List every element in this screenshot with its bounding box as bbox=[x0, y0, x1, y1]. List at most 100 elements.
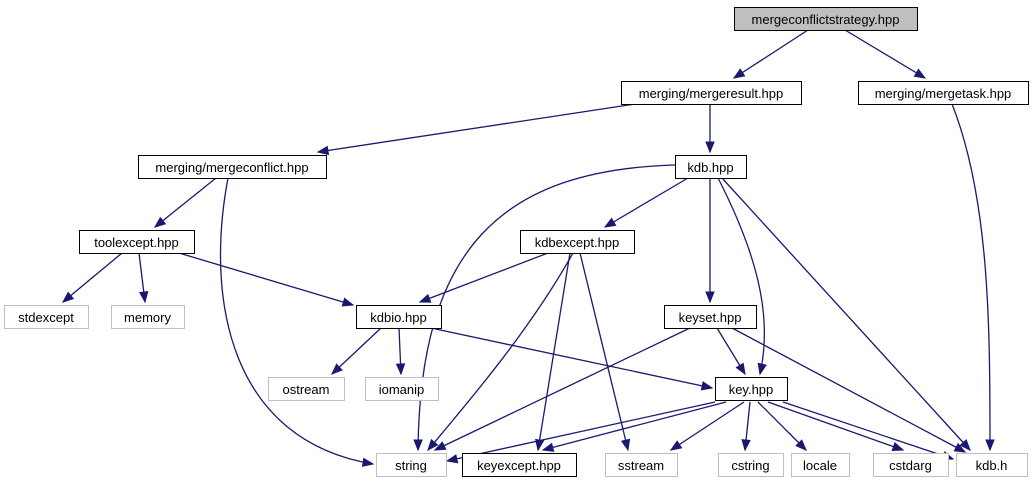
node-mergeresult[interactable]: merging/mergeresult.hpp bbox=[621, 81, 802, 105]
node-locale: locale bbox=[791, 453, 850, 477]
node-box bbox=[791, 453, 850, 477]
edge-line bbox=[757, 401, 807, 451]
edge-arrowhead bbox=[139, 291, 149, 304]
edge-line bbox=[767, 401, 904, 451]
edge-kdbio-to-ostream bbox=[331, 327, 382, 375]
node-mergeconflict[interactable]: merging/mergeconflict.hpp bbox=[138, 155, 327, 179]
edge-line bbox=[579, 252, 629, 451]
node-box bbox=[956, 453, 1028, 477]
edge-arrowhead bbox=[413, 439, 423, 452]
node-box[interactable] bbox=[675, 155, 747, 179]
edge-line bbox=[717, 177, 766, 375]
node-box[interactable] bbox=[138, 155, 327, 179]
node-box[interactable] bbox=[621, 81, 802, 105]
edge-arrowhead bbox=[445, 454, 459, 464]
edge-mergeresult-to-mergeconflict bbox=[316, 103, 636, 156]
edge-arrowhead bbox=[985, 439, 995, 452]
edge-line bbox=[427, 252, 574, 451]
edge-arrowhead bbox=[153, 216, 167, 228]
node-kdbio[interactable]: kdbio.hpp bbox=[356, 305, 442, 329]
edge-line bbox=[604, 177, 689, 228]
node-string: string bbox=[376, 453, 447, 477]
node-box bbox=[4, 305, 89, 329]
edge-mergeconflict-to-toolexcept bbox=[153, 177, 217, 228]
node-box[interactable] bbox=[858, 81, 1029, 105]
edge-arrowhead bbox=[913, 68, 927, 79]
edge-kdbexcept-to-string bbox=[427, 252, 574, 452]
edge-toolexcept-to-kdbio bbox=[178, 252, 355, 307]
node-label: memory bbox=[124, 310, 171, 325]
node-box[interactable] bbox=[79, 230, 195, 254]
edge-arrowhead bbox=[341, 297, 355, 307]
node-label: ostream bbox=[283, 382, 330, 397]
edge-arrowhead bbox=[735, 362, 746, 376]
edge-toolexcept-to-stdexcept bbox=[61, 252, 123, 303]
edge-line bbox=[62, 252, 123, 303]
node-iomanip: iomanip bbox=[365, 377, 439, 401]
edge-key-to-keyexcept bbox=[541, 401, 727, 452]
edge-keyset-to-string bbox=[433, 327, 691, 451]
nodes-layer: mergeconflictstrategy.hpp merging/mergere… bbox=[4, 7, 1029, 477]
node-label: merging/mergeresult.hpp bbox=[639, 86, 784, 101]
node-label: sstream bbox=[618, 458, 664, 473]
node-keyexcept[interactable]: keyexcept.hpp bbox=[462, 453, 577, 477]
node-memory: memory bbox=[111, 305, 185, 329]
edge-arrowhead bbox=[433, 441, 447, 451]
node-box bbox=[376, 453, 447, 477]
edge-line bbox=[331, 327, 382, 375]
edges-layer bbox=[61, 29, 995, 467]
edge-line bbox=[537, 252, 571, 451]
edge-line bbox=[154, 177, 217, 228]
node-cstring: cstring bbox=[718, 453, 784, 477]
node-box bbox=[605, 453, 678, 477]
edge-arrowhead bbox=[620, 438, 631, 452]
node-label: kdbio.hpp bbox=[370, 310, 426, 325]
node-box[interactable] bbox=[462, 453, 577, 477]
node-label: cstdarg bbox=[889, 458, 932, 473]
node-box bbox=[268, 377, 345, 401]
node-label: merging/mergetask.hpp bbox=[875, 86, 1012, 101]
edge-key-to-kdbh bbox=[782, 401, 955, 461]
node-kdbhpp[interactable]: kdb.hpp bbox=[675, 155, 747, 179]
edge-line bbox=[731, 327, 966, 453]
node-mergetask[interactable]: merging/mergetask.hpp bbox=[858, 81, 1029, 105]
node-label: string bbox=[395, 458, 427, 473]
node-box bbox=[873, 453, 949, 477]
edge-line bbox=[434, 327, 691, 451]
edge-kdbhpp-to-kdbh bbox=[721, 177, 971, 451]
node-box[interactable] bbox=[520, 230, 635, 254]
node-keyset[interactable]: keyset.hpp bbox=[664, 305, 757, 329]
node-label: kdbexcept.hpp bbox=[535, 235, 620, 250]
edge-arrowhead bbox=[418, 293, 432, 303]
edge-mergeresult-to-kdbhpp bbox=[705, 104, 715, 154]
edge-arrowhead bbox=[891, 442, 905, 451]
node-label: keyexcept.hpp bbox=[477, 458, 561, 473]
edge-key-to-cstdarg bbox=[767, 401, 905, 451]
edge-arrowhead bbox=[705, 291, 715, 304]
node-key[interactable]: key.hpp bbox=[715, 377, 788, 401]
edge-mergetask-to-kdbh bbox=[951, 103, 995, 452]
node-mergeconflictstrategy[interactable]: mergeconflictstrategy.hpp bbox=[734, 7, 918, 31]
edge-mergeconflictstrategy-to-mergetask bbox=[844, 29, 927, 79]
edge-line bbox=[721, 177, 971, 451]
edge-arrowhead bbox=[953, 442, 967, 453]
node-box[interactable] bbox=[734, 7, 918, 31]
node-box[interactable] bbox=[664, 305, 757, 329]
edge-arrowhead bbox=[795, 439, 807, 451]
edge-arrowhead bbox=[705, 141, 715, 154]
edge-kdbexcept-to-sstream bbox=[579, 252, 631, 452]
node-label: key.hpp bbox=[729, 382, 774, 397]
node-box[interactable] bbox=[715, 377, 788, 401]
node-box[interactable] bbox=[356, 305, 442, 329]
node-label: toolexcept.hpp bbox=[94, 235, 179, 250]
edge-mergeconflictstrategy-to-mergeresult bbox=[732, 29, 809, 79]
node-kdbexcept[interactable]: kdbexcept.hpp bbox=[520, 230, 635, 254]
node-sstream: sstream bbox=[605, 453, 678, 477]
edge-keyset-to-key bbox=[716, 327, 746, 376]
edge-keyset-to-kdbh bbox=[731, 327, 967, 453]
node-toolexcept[interactable]: toolexcept.hpp bbox=[79, 230, 195, 254]
node-label: locale bbox=[803, 458, 837, 473]
edge-line bbox=[430, 327, 713, 389]
edge-kdbio-to-iomanip bbox=[395, 327, 406, 376]
